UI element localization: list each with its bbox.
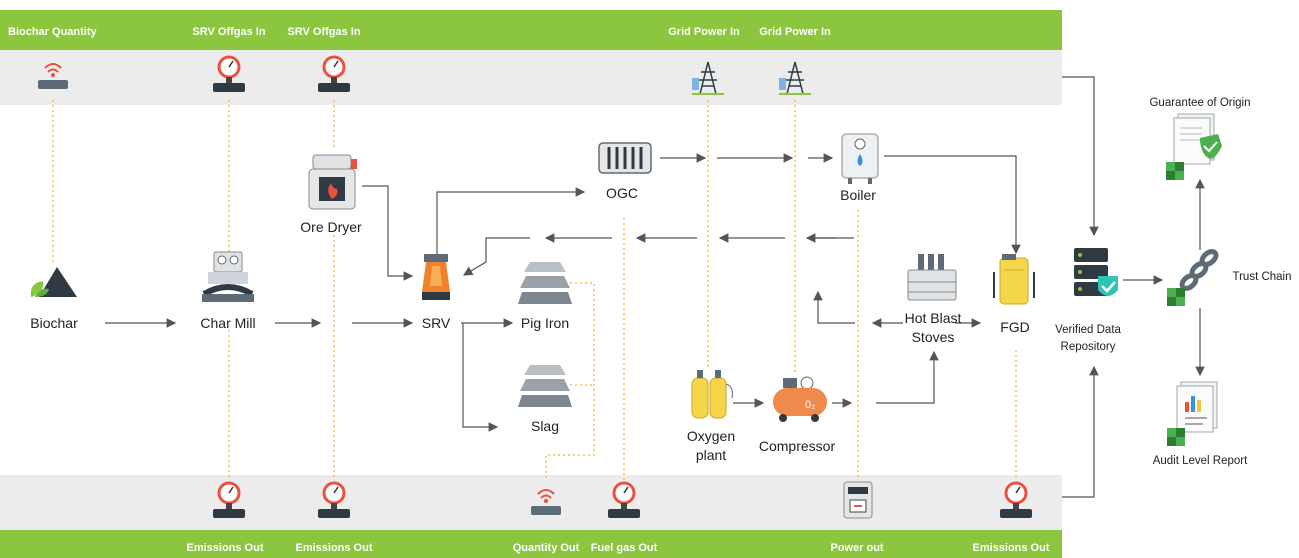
node-label-ogc: OGC bbox=[606, 185, 638, 201]
label-emissions-out-3: Emissions Out bbox=[972, 542, 1050, 554]
node-label-ore-dryer: Ore Dryer bbox=[300, 219, 362, 235]
node-label-biochar: Biochar bbox=[30, 315, 78, 331]
boiler-icon bbox=[841, 133, 879, 184]
guarantee-of-origin-icon bbox=[1166, 113, 1222, 180]
ogc-heat-exchanger-icon bbox=[598, 142, 652, 174]
label-fuel-gas-out: Fuel gas Out bbox=[590, 542, 658, 554]
wireless-sensor-icon bbox=[531, 489, 561, 515]
label-power-out: Power out bbox=[830, 542, 884, 554]
label-emissions-out-2: Emissions Out bbox=[295, 542, 373, 554]
char-mill-icon bbox=[202, 251, 254, 302]
label-grid-power-in-1: Grid Power In bbox=[668, 26, 740, 38]
server-check-icon bbox=[1074, 248, 1118, 296]
node-label-slag: Slag bbox=[530, 418, 560, 434]
label-grid-power-in-2: Grid Power In bbox=[759, 26, 831, 38]
bottom-header-band bbox=[0, 530, 1062, 558]
node-label-compressor: Compressor bbox=[758, 438, 836, 454]
pig-iron-ingots-icon bbox=[518, 262, 572, 304]
node-label-boiler: Boiler bbox=[840, 187, 876, 203]
node-label-oxygen-plant-1: Oxygen bbox=[686, 428, 736, 444]
power-tower-icon bbox=[779, 61, 811, 95]
label-verified-data-2: Repository bbox=[1060, 341, 1116, 353]
pressure-gauge-valve-icon bbox=[318, 481, 350, 518]
pressure-gauge-valve-icon bbox=[318, 55, 350, 92]
pressure-gauge-valve-icon bbox=[213, 55, 245, 92]
node-label-hot-blast-2: Stoves bbox=[911, 329, 955, 345]
fgd-tank-icon bbox=[993, 254, 1035, 305]
trust-chain-icon bbox=[1167, 249, 1219, 306]
label-trust-chain: Trust Chain bbox=[1232, 271, 1292, 283]
pressure-gauge-valve-icon bbox=[608, 481, 640, 518]
pressure-gauge-valve-icon bbox=[1000, 481, 1032, 518]
label-guarantee-of-origin: Guarantee of Origin bbox=[1149, 97, 1251, 109]
label-srv-offgas-in-1: SRV Offgas In bbox=[192, 26, 266, 38]
node-label-pig-iron: Pig Iron bbox=[520, 315, 570, 331]
bottom-sensor-band bbox=[0, 475, 1062, 530]
power-tower-icon bbox=[692, 61, 724, 95]
electric-meter-icon bbox=[843, 481, 873, 519]
label-srv-offgas-in-2: SRV Offgas In bbox=[287, 26, 361, 38]
label-emissions-out-1: Emissions Out bbox=[186, 542, 264, 554]
node-label-hot-blast-1: Hot Blast bbox=[904, 310, 962, 326]
top-header-band bbox=[0, 10, 1062, 50]
biochar-pile-icon bbox=[30, 267, 77, 297]
o2-mark: 0₂ bbox=[805, 399, 815, 411]
ore-dryer-icon bbox=[308, 154, 357, 210]
node-label-srv: SRV bbox=[421, 315, 451, 331]
node-label-fgd: FGD bbox=[1000, 319, 1030, 335]
label-quantity-out: Quantity Out bbox=[512, 542, 580, 554]
top-sensor-band bbox=[0, 50, 1062, 105]
label-verified-data-1: Verified Data bbox=[1055, 324, 1121, 336]
node-label-char-mill: Char Mill bbox=[200, 315, 256, 331]
srv-furnace-icon bbox=[422, 254, 450, 300]
wireless-sensor-icon bbox=[38, 63, 68, 89]
label-biochar-quantity: Biochar Quantity bbox=[8, 26, 97, 38]
label-audit-level-report: Audit Level Report bbox=[1152, 455, 1248, 467]
audit-report-icon bbox=[1167, 381, 1218, 446]
pressure-gauge-valve-icon bbox=[213, 481, 245, 518]
slag-ingots-icon bbox=[518, 365, 572, 407]
node-label-oxygen-plant-2: plant bbox=[695, 447, 727, 463]
hot-blast-stoves-icon bbox=[907, 254, 957, 301]
compressor-icon: 0₂ bbox=[773, 376, 827, 422]
oxygen-cylinders-icon bbox=[691, 370, 733, 419]
